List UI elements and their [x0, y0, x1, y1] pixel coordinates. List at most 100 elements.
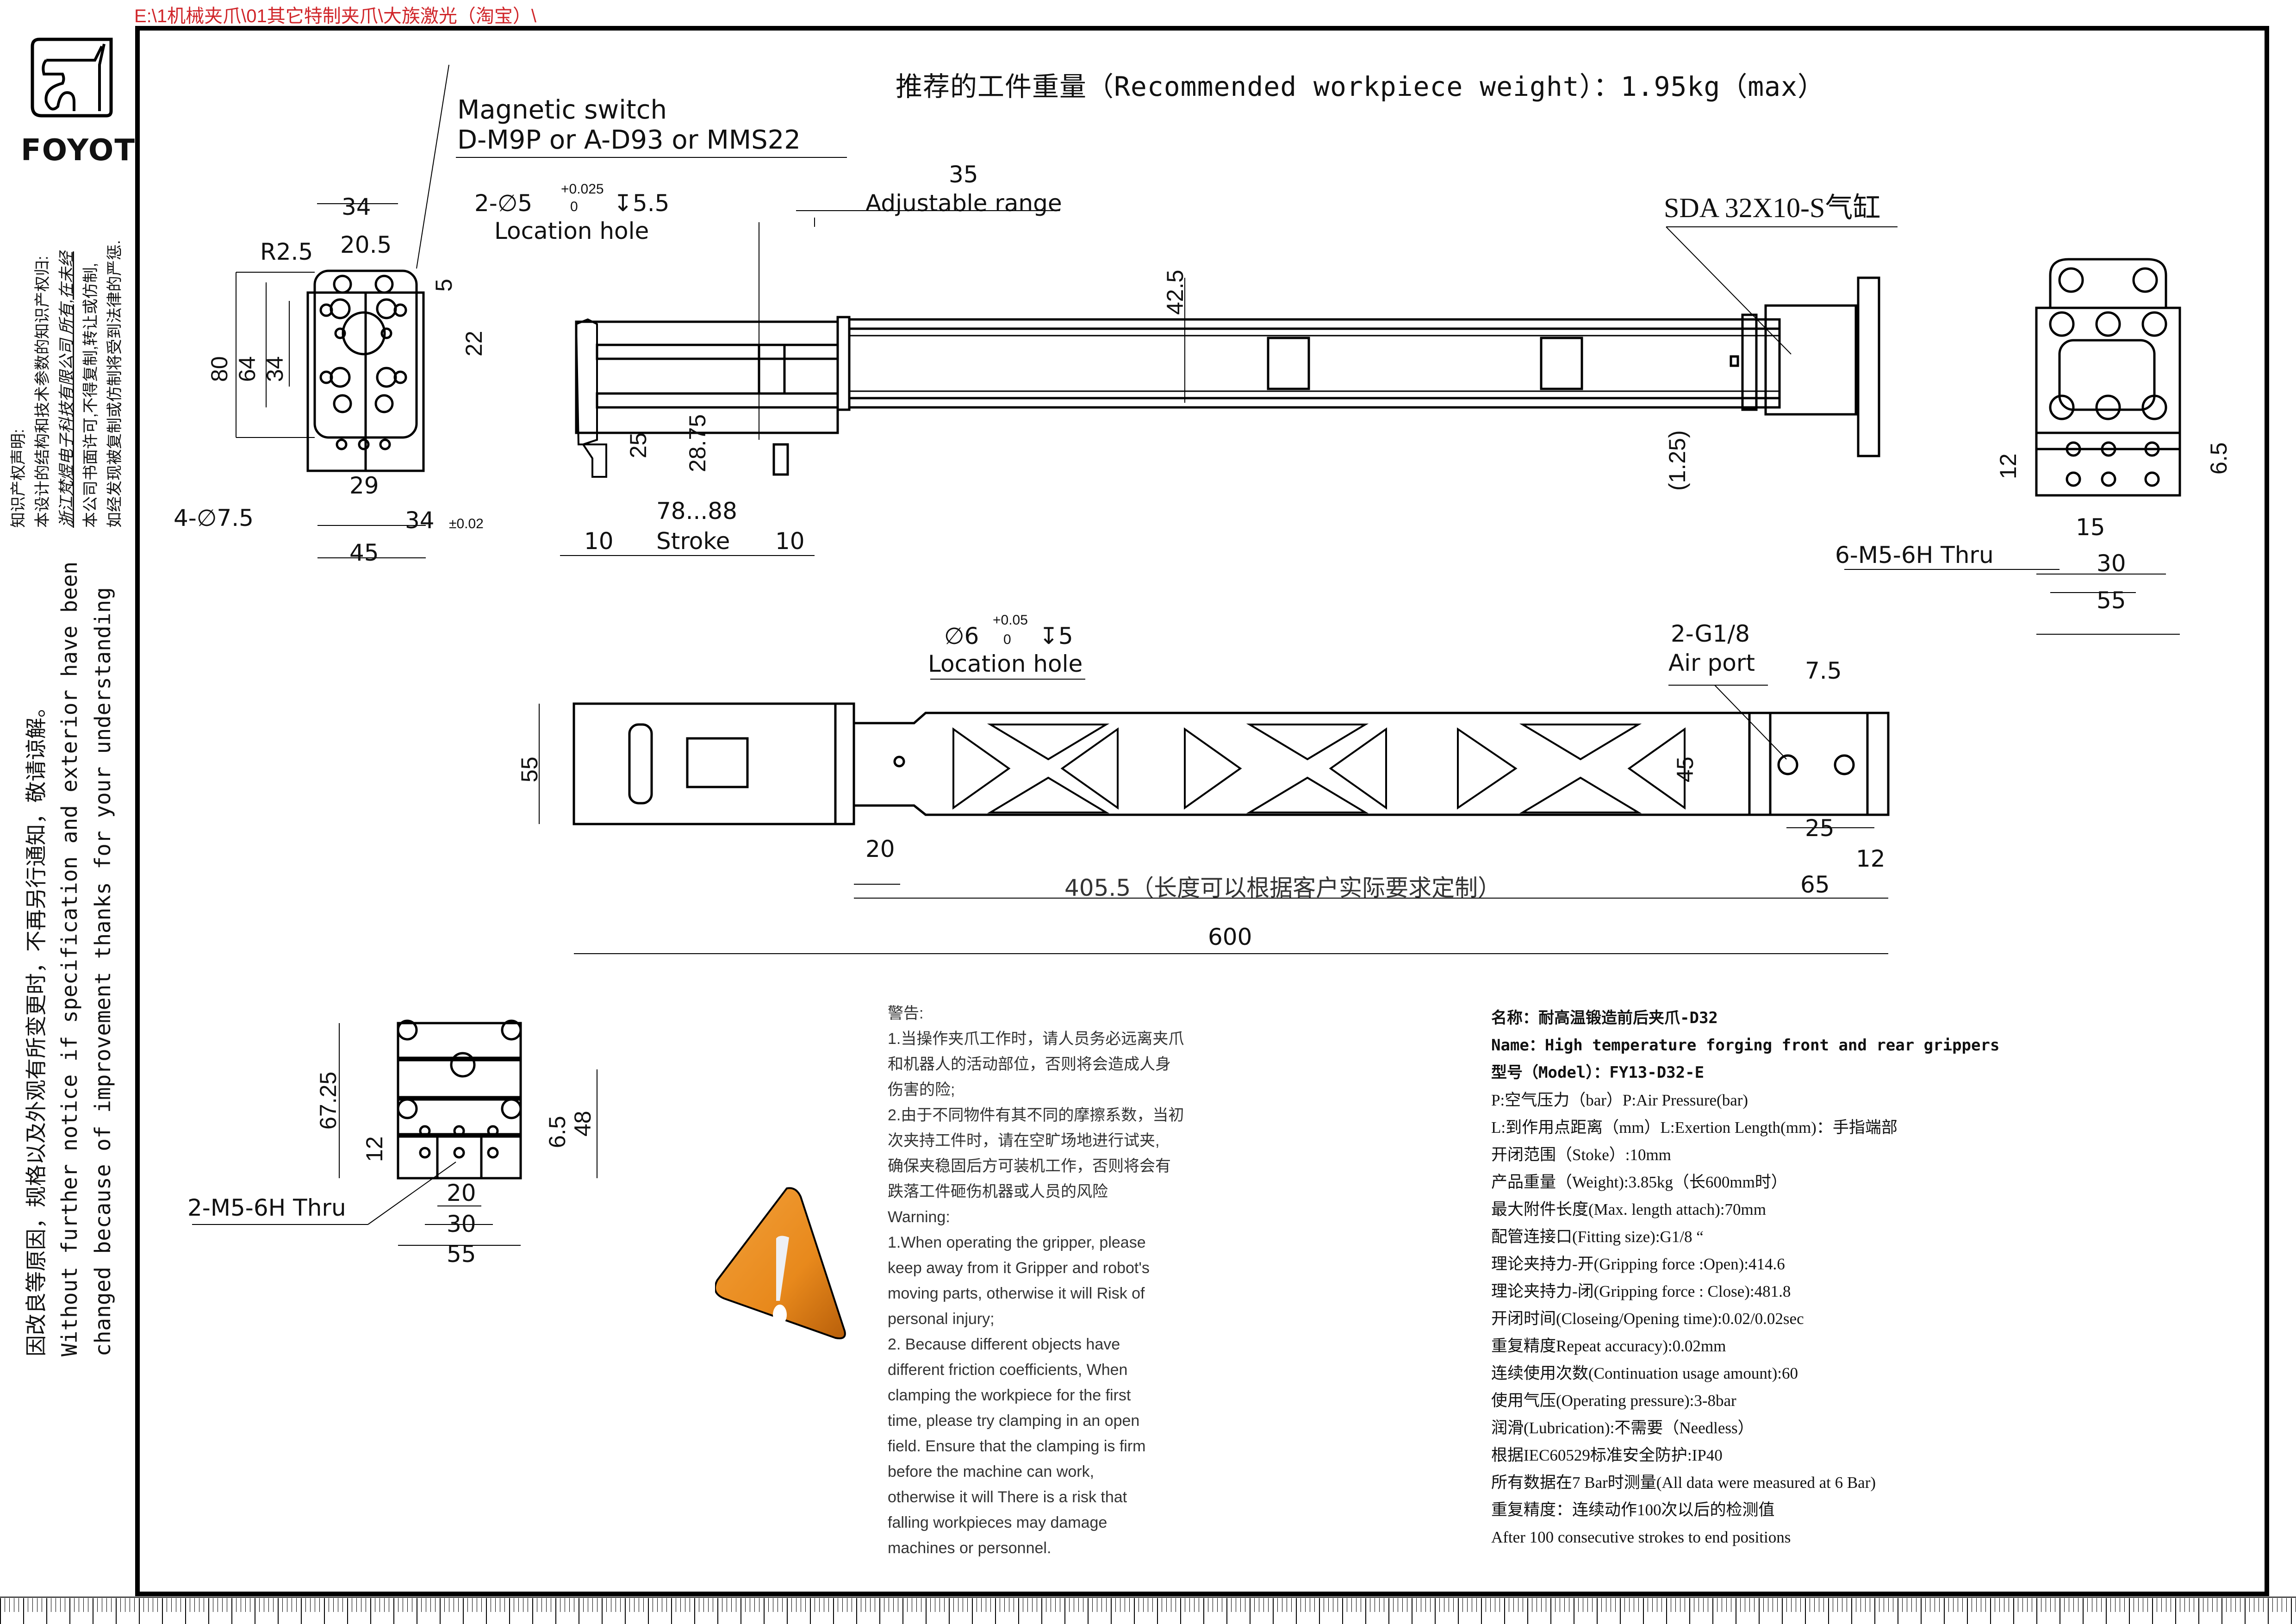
thread-callout-2: 2-M5-6H Thru [187, 1194, 346, 1221]
dim-34-bottom: 34 [405, 507, 435, 534]
location-hole-label: Location hole [494, 218, 649, 244]
brand-name: FOYOT [21, 133, 136, 168]
spec-table: 名称：耐高温锻造前后夹爪-D32 Name：High temperature f… [1491, 1005, 1999, 1551]
dim-80: 80 [206, 356, 232, 382]
warning-line: 和机器人的活动部位，否则将会造成人身 [888, 1056, 1171, 1073]
loc-hole-6-depth: ↧5 [1039, 623, 1073, 650]
location-hole-tol-lower: 0 [570, 199, 578, 214]
dim-34-top: 34 [342, 194, 371, 220]
warning-line: falling workpieces may damage [888, 1514, 1108, 1531]
dim-30-bottom: 30 [447, 1211, 476, 1237]
warning-line: machines or personnel. [888, 1539, 1052, 1557]
dim-12-top-view: 12 [1856, 845, 1885, 872]
loc-hole-6-tol-upper: +0.05 [993, 612, 1028, 628]
air-port-label: Air port [1668, 650, 1755, 676]
page-title: 推荐的工件重量（Recommended workpiece weight）：1.… [896, 71, 1825, 102]
stroke-range: 78...88 [656, 498, 737, 525]
spec-row: 根据IEC60529标准安全防护:IP40 [1491, 1446, 1723, 1464]
spec-row: 最大附件长度(Max. length attach):70mm [1491, 1200, 1766, 1218]
spec-name-cn: 名称：耐高温锻造前后夹爪-D32 [1491, 1009, 1718, 1027]
dim-55-bottom: 55 [447, 1241, 476, 1268]
dim-7-5: 7.5 [1805, 657, 1842, 684]
warning-line: 伤害的险; [888, 1081, 955, 1099]
spec-row: 润滑(Lubrication):不需要（Needless） [1491, 1419, 1754, 1437]
dim-45: 45 [349, 539, 379, 566]
warning-text: 警告: 1.当操作夹爪工作时，请人员务必远离夹爪 和机器人的活动部位，否则将会造… [888, 1001, 1239, 1561]
dim-55-right: 55 [2097, 587, 2126, 614]
warning-line: 跌落工件砸伤机器或人员的风险 [888, 1183, 1108, 1200]
adjustable-range-value: 35 [949, 161, 978, 188]
warning-line: Warning: [888, 1208, 950, 1226]
dim-r2-5: R2.5 [260, 238, 313, 265]
dim-48: 48 [570, 1111, 596, 1137]
loc-hole-6-label: Location hole [928, 650, 1083, 677]
drawing-frame [135, 26, 2269, 1596]
dim-10-right: 10 [775, 528, 805, 555]
dim-67-25: 67.25 [315, 1071, 341, 1130]
dim-64: 64 [234, 356, 260, 382]
foyot-logo-icon [31, 37, 113, 118]
dim-34-tolerance: ±0.02 [449, 516, 484, 531]
warning-line: field. Ensure that the clamping is firm [888, 1437, 1146, 1455]
spec-row: L:到作用点距离（mm）L:Exertion Length(mm)：手指端部 [1491, 1118, 1898, 1137]
warning-line: time, please try clamping in an open [888, 1412, 1140, 1430]
side-view [575, 276, 1880, 478]
spec-row: 连续使用次数(Continuation usage amount):60 [1491, 1364, 1798, 1382]
warning-line: clamping the workpiece for the first [888, 1387, 1131, 1404]
dim-29: 29 [349, 472, 379, 499]
spec-row: 理论夹持力-闭(Gripping force : Close):481.8 [1491, 1282, 1791, 1300]
top-view [572, 702, 1890, 825]
dim-30-right: 30 [2097, 550, 2126, 577]
spec-row: 理论夹持力-开(Gripping force :Open):414.6 [1491, 1255, 1785, 1273]
dim-55-top-view: 55 [516, 756, 542, 782]
dim-12-bottom: 12 [361, 1136, 387, 1162]
warning-line: 确保夹稳固后方可装机工作，否则将会有 [888, 1157, 1171, 1175]
thread-callout-6: 6-M5-6H Thru [1835, 542, 1994, 568]
bottom-ruler-major [0, 1598, 2296, 1624]
dim-20-top-view: 20 [865, 836, 895, 862]
dim-34-v: 34 [262, 356, 288, 382]
warning-line: 警告: [888, 1005, 924, 1022]
dim-600-total: 600 [1208, 924, 1252, 950]
warning-line: 次夹持工件时，请在空旷场地进行试夹, [888, 1132, 1160, 1149]
loc-hole-6-tol-lower: 0 [1003, 632, 1011, 647]
loc-hole-6-spec: ∅6 [944, 623, 979, 650]
spec-row: 产品重量（Weight):3.85kg（长600mm时） [1491, 1173, 1787, 1191]
dim-20-5: 20.5 [340, 231, 392, 258]
spec-row: 开闭范围（Stoke）:10mm [1491, 1146, 1671, 1164]
warning-line: before the machine can work, [888, 1463, 1095, 1480]
warning-line: different friction coefficients, When [888, 1361, 1128, 1379]
warning-line: personal injury; [888, 1310, 995, 1328]
dim-65: 65 [1800, 871, 1830, 898]
mount-holes-label: 4-∅7.5 [174, 505, 254, 531]
dim-28-75: 28.75 [684, 414, 710, 472]
right-end-view [2035, 258, 2181, 497]
dim-42-5: 42.5 [1162, 269, 1188, 315]
location-hole-depth: ↧5.5 [613, 190, 670, 217]
spec-row: After 100 consecutive strokes to end pos… [1491, 1528, 1791, 1546]
warning-line: 2. Because different objects have [888, 1336, 1120, 1353]
warning-line: moving parts, otherwise it will Risk of [888, 1285, 1145, 1302]
magnetic-switch-label: Magnetic switch [457, 95, 667, 125]
spec-name-en: Name：High temperature forging front and … [1491, 1036, 2000, 1055]
warning-line: 1.When operating the gripper, please [888, 1234, 1146, 1251]
spec-row: P:空气压力（bar）P:Air Pressure(bar) [1491, 1091, 1748, 1109]
dim-6-5-bottom: 6.5 [544, 1116, 570, 1148]
dim-1-25: (1.25) [1664, 430, 1690, 491]
adjustable-range-label: Adjustable range [865, 190, 1062, 217]
spec-row: 配管连接口(Fitting size):G1/8 “ [1491, 1228, 1704, 1246]
location-hole-spec: 2-∅5 [474, 190, 533, 217]
air-port-spec: 2-G1/8 [1671, 620, 1750, 647]
spec-row: 使用气压(Operating pressure):3-8bar [1491, 1392, 1736, 1410]
dim-6-5-right: 6.5 [2206, 442, 2232, 475]
location-hole-tol-upper: +0.025 [561, 181, 604, 197]
spec-model: 型号（Model）：FY13-D32-E [1491, 1063, 1705, 1082]
spec-row: 重复精度：连续动作100次以后的检测值 [1491, 1501, 1775, 1519]
file-path-label: E:\1机械夹爪\01其它特制夹爪\大族激光（淘宝）\ [134, 6, 536, 26]
warning-line: otherwise it will There is a risk that [888, 1488, 1127, 1506]
bottom-end-view [397, 1019, 522, 1180]
warning-line: keep away from it Gripper and robot's [888, 1259, 1150, 1277]
dim-25-top-view: 25 [1805, 815, 1835, 842]
dim-45-top-view: 45 [1672, 756, 1698, 782]
